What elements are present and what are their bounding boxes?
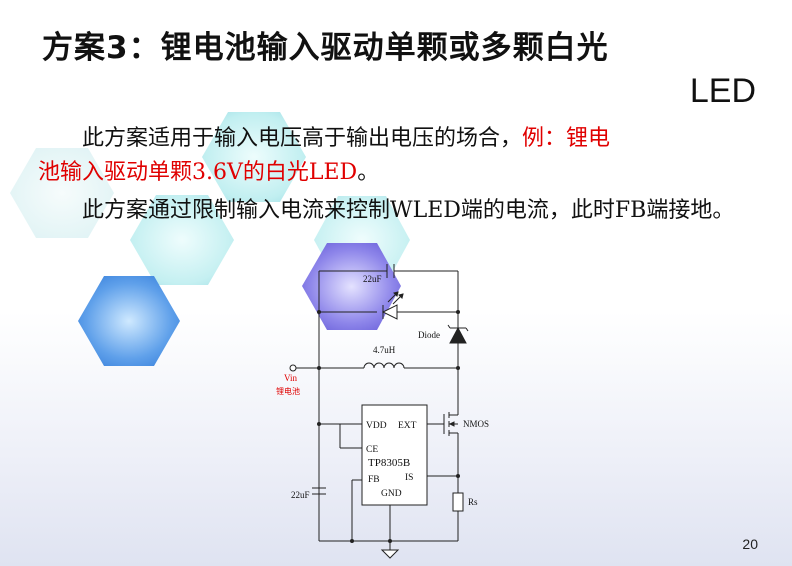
hexagon-blue [78,276,180,366]
paragraph-1-text: 此方案适用于输入电压高于输出电压的场合， [82,126,523,151]
inductor-label: 4.7uH [373,345,396,355]
pin-gnd: GND [381,489,402,499]
nmos-icon [443,412,458,436]
led-icon [381,291,404,320]
pin-ce: CE [366,445,378,455]
hexagon-cyan-top [202,112,306,202]
pin-is: IS [405,473,413,483]
paragraph-1: 此方案适用于输入电压高于输出电压的场合，例：锂电 池输入驱动单颗3.6V的白光L… [38,122,758,190]
diode-icon [447,324,469,344]
inductor-icon [363,362,405,369]
chip-tp8305b [361,404,428,506]
paragraph-2: 此方案通过限制输入电流来控制WLED端的电流，此时FB端接地。 [38,194,758,228]
hexagon-pale-left [10,148,114,238]
page-number: 20 [742,536,758,552]
paragraph-2-text: 此方案通过限制输入电流来控制WLED端的电流，此时FB端接地。 [82,198,735,223]
hexagon-purple [302,243,401,330]
paragraph-1-end: 。 [357,160,380,185]
pin-vdd: VDD [366,421,387,431]
cap-top-label: 22uF [363,274,382,284]
paragraph-1-example: 例：锂电 [522,126,611,151]
rs-label: Rs [468,497,478,507]
paragraph-1-example-cont: 池输入驱动单颗3.6V的白光LED [38,160,358,185]
rs-resistor [452,492,464,512]
slide-title: 方案3：锂电池输入驱动单颗或多颗白光 [42,30,609,66]
vin-label: Vin [284,373,297,383]
ground-icon [380,549,400,559]
diode-label: Diode [418,330,440,340]
pin-ext: EXT [398,421,417,431]
vin-sub-label: 锂电池 [276,386,300,396]
nmos-label: NMOS [463,419,489,429]
slide-title-led: LED [689,72,756,110]
hexagon-cyan-mid [130,195,234,285]
cap-bottom-label: 22uF [291,490,310,500]
pin-fb: FB [368,475,380,485]
vin-terminal [289,364,297,372]
chip-name: TP8305B [368,457,410,469]
